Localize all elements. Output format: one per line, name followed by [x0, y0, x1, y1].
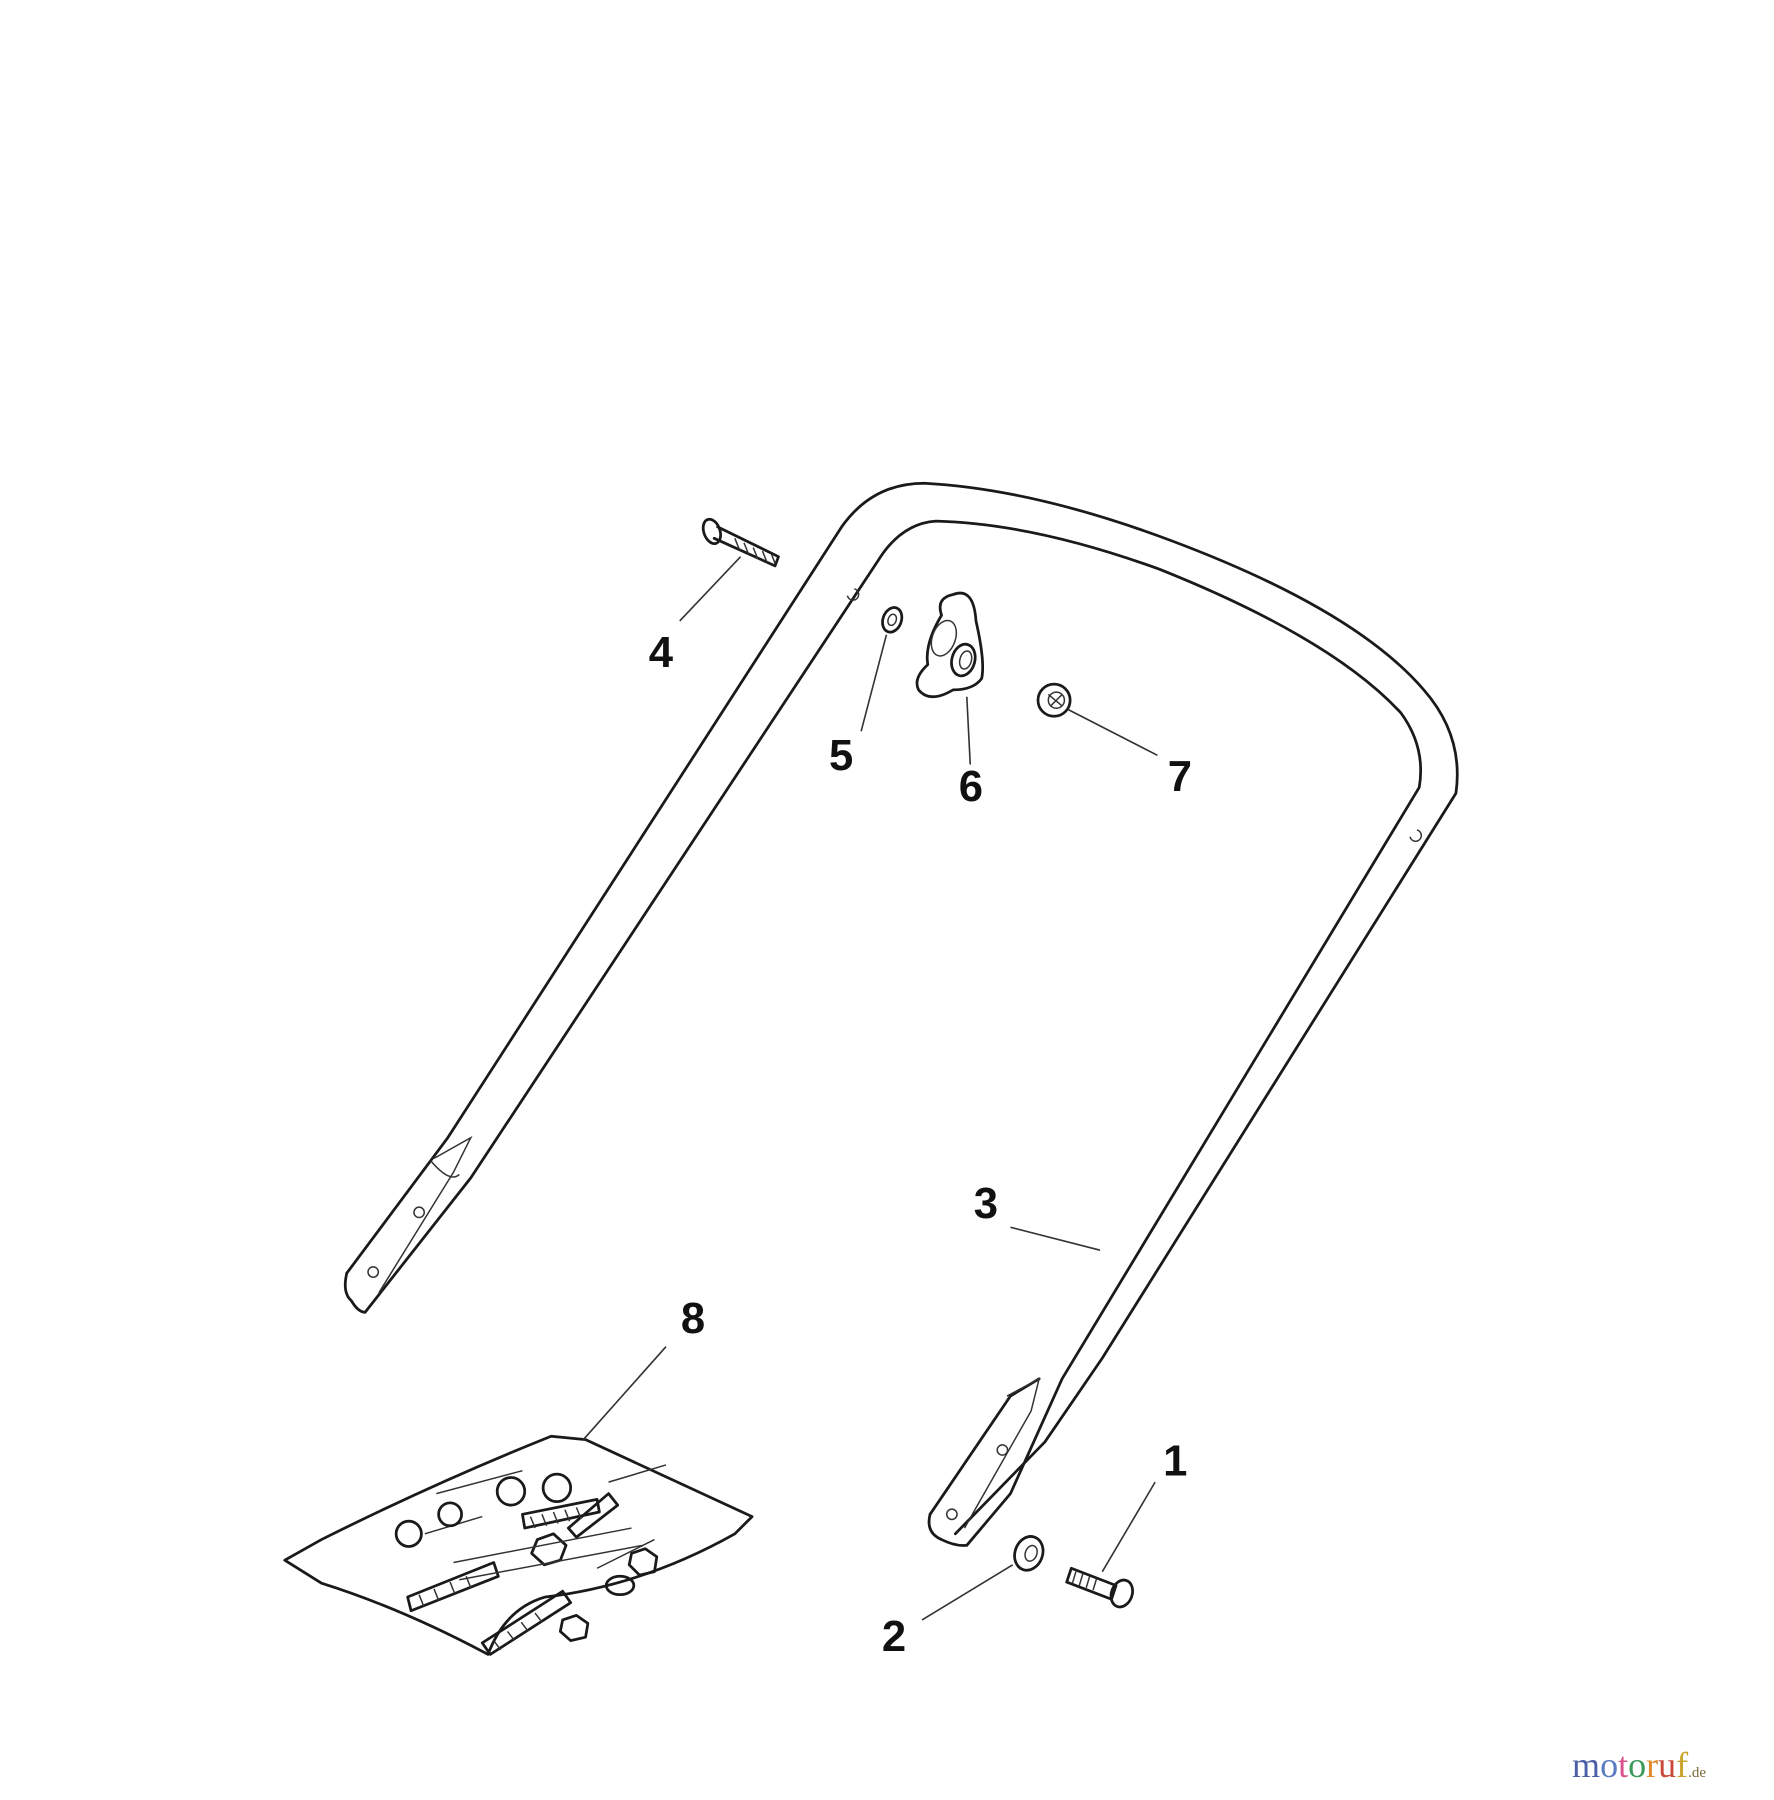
- callout-1: 1: [1163, 1437, 1187, 1485]
- wm-letter: t: [1618, 1745, 1629, 1785]
- bolt-icon: [1065, 1566, 1134, 1609]
- wm-letter: f: [1676, 1745, 1689, 1785]
- knob-icon: [915, 591, 985, 699]
- callout-8: 8: [681, 1295, 705, 1343]
- wm-letter: r: [1646, 1745, 1659, 1785]
- wm-letter: u: [1658, 1745, 1677, 1785]
- washer-icon: [881, 606, 904, 634]
- nut-icon: [1036, 682, 1072, 718]
- washer-icon-2: [1013, 1535, 1045, 1572]
- wm-letter: o: [1628, 1745, 1647, 1785]
- wm-letter: m: [1572, 1745, 1601, 1785]
- handle-bar: [343, 481, 1459, 1547]
- wm-letter: o: [1600, 1745, 1619, 1785]
- carriage-bolt-icon: [701, 517, 780, 568]
- wm-tld: .de: [1688, 1765, 1706, 1781]
- callout-4: 4: [649, 629, 674, 677]
- callout-7: 7: [1168, 753, 1192, 801]
- callout-2: 2: [882, 1613, 906, 1661]
- watermark-logo: motoruf.de: [1572, 1744, 1706, 1786]
- hardware-bag-icon: [283, 1434, 754, 1656]
- callout-6: 6: [959, 763, 983, 811]
- callout-3: 3: [974, 1180, 998, 1228]
- callout-5: 5: [829, 732, 853, 780]
